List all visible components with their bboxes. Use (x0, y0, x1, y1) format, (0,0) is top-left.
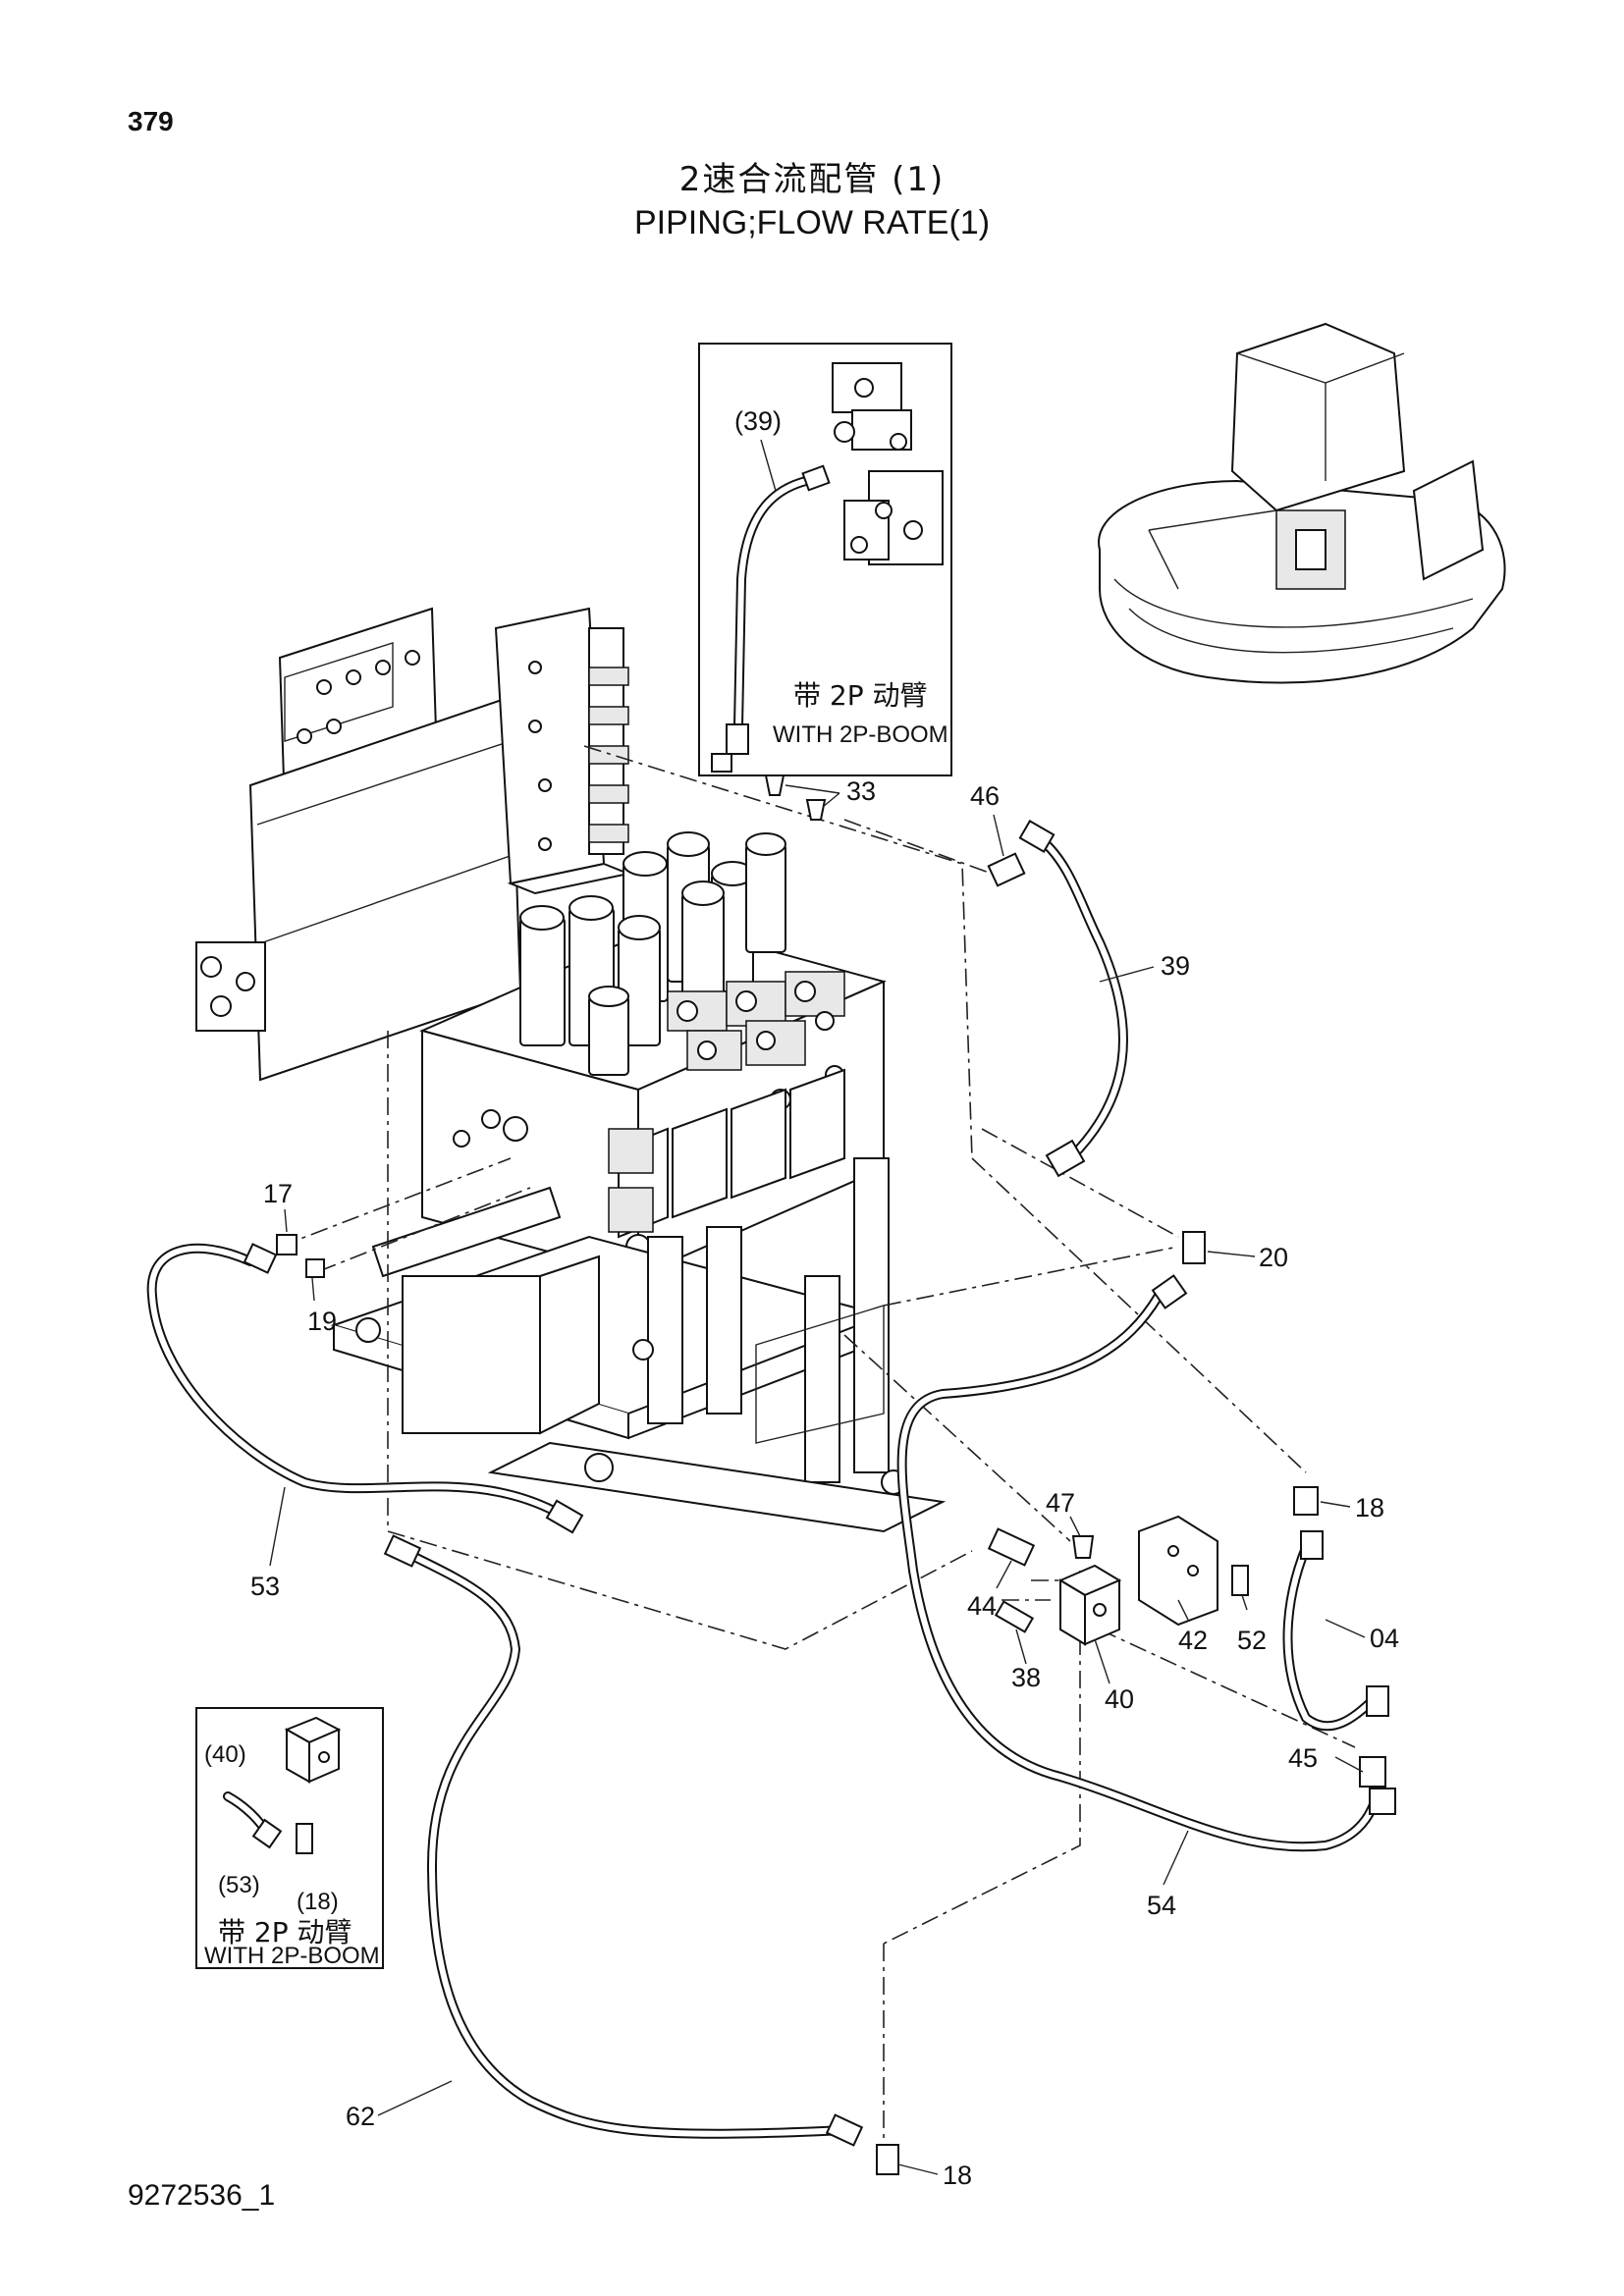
title-english: PIPING;FLOW RATE(1) (633, 204, 991, 241)
page-number: 379 (128, 106, 174, 136)
callout-18-right: 18 (1355, 1493, 1384, 1522)
title-chinese: 2速合流配管 (1) (678, 160, 946, 199)
inset-top-note-cn: 带 2P 动臂 (793, 679, 928, 712)
inset-bottom-note-cn: 带 2P 动臂 (218, 1916, 352, 1949)
callout-33: 33 (846, 776, 876, 806)
fittings (243, 774, 1396, 2175)
inset-top-note-en: WITH 2P-BOOM (773, 721, 948, 748)
inset-bottom-note-en: WITH 2P-BOOM (204, 1943, 380, 1969)
callout-17: 17 (263, 1179, 293, 1208)
callout-46: 46 (970, 781, 1000, 811)
hoses (146, 834, 1384, 2139)
machine-overview (1098, 322, 1506, 684)
callout-47: 47 (1046, 1488, 1075, 1518)
callout-39: 39 (1161, 951, 1190, 981)
callout-44: 44 (967, 1591, 997, 1621)
main-valve-block (419, 831, 887, 1278)
callout-42: 42 (1178, 1626, 1208, 1655)
callout-52: 52 (1237, 1626, 1267, 1655)
inset-bottom-ref-40: (40) (204, 1741, 246, 1768)
control-valve-stack (494, 607, 632, 895)
inset-bottom-ref-53: (53) (218, 1872, 260, 1898)
callout-20: 20 (1259, 1243, 1288, 1272)
callout-18-bottom: 18 (943, 2161, 972, 2190)
callout-04: 04 (1370, 1624, 1399, 1653)
support-frame (330, 1157, 947, 1533)
callout-62: 62 (346, 2102, 375, 2131)
inset-top-ref-label: (39) (734, 406, 782, 436)
callout-40: 40 (1105, 1684, 1134, 1714)
callout-45: 45 (1288, 1743, 1318, 1773)
inset-top: (39) 带 2P 动臂 WITH 2P-BOOM (698, 343, 952, 776)
bracket-plate (195, 607, 522, 1082)
callout-leaders (269, 784, 1366, 2175)
inset-bottom: (40) (53) (18) 带 2P 动臂 WITH 2P-BOOM (195, 1707, 384, 1969)
inset-bottom-ref-18: (18) (297, 1889, 339, 1915)
document-id: 9272536_1 (128, 2179, 276, 2212)
callout-19: 19 (307, 1307, 337, 1336)
callout-53: 53 (250, 1572, 280, 1601)
callout-54: 54 (1147, 1891, 1176, 1920)
callout-38: 38 (1011, 1663, 1041, 1692)
callout-labels: 33 46 39 17 19 20 18 47 44 42 52 04 38 4… (250, 776, 1399, 2190)
